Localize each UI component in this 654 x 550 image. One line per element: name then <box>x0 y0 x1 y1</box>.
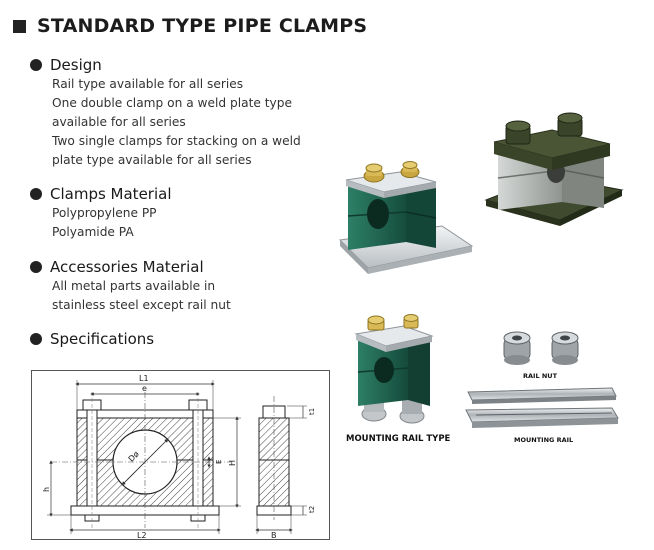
title-square-icon <box>13 19 26 33</box>
accessories-line-1: All metal parts available in <box>52 279 216 293</box>
rail-nut-image <box>503 331 579 365</box>
caption-rail-nut: RAIL NUT <box>523 372 558 380</box>
dim-label-h-cap: H <box>228 460 237 466</box>
material-line-1: Polypropylene PP <box>52 206 157 220</box>
mounting-rail-type-clamp-image <box>354 314 434 424</box>
bullet-icon <box>30 59 42 71</box>
dim-label-h-small: h <box>42 487 51 492</box>
bullet-icon <box>30 261 42 273</box>
design-line-5: plate type available for all series <box>52 153 252 167</box>
section-specifications: Specifications <box>30 329 154 349</box>
design-line-2: One double clamp on a weld plate type <box>52 96 292 110</box>
bullet-icon <box>30 188 42 200</box>
dim-label-l2: L2 <box>137 531 147 540</box>
dim-label-l1: L1 <box>139 374 149 383</box>
section-accessories-title: Accessories Material <box>50 258 204 276</box>
page-header: STANDARD TYPE PIPE CLAMPS <box>10 10 367 42</box>
front-view <box>47 380 241 534</box>
design-line-3: available for all series <box>52 115 186 129</box>
section-material-title: Clamps Material <box>50 185 172 203</box>
section-material-header: Clamps Material <box>30 184 172 204</box>
page-title: STANDARD TYPE PIPE CLAMPS <box>37 15 368 37</box>
section-design-header: Design <box>30 55 301 75</box>
design-line-1: Rail type available for all series <box>52 77 244 91</box>
section-clamps-material: Clamps Material Polypropylene PP Polyami… <box>30 184 172 242</box>
section-design-title: Design <box>50 56 102 74</box>
dim-label-e: e <box>142 384 147 393</box>
bullet-icon <box>30 333 42 345</box>
dim-label-t1: t1 <box>308 408 316 415</box>
caption-mounting-rail: MOUNTING RAIL <box>514 436 574 444</box>
dim-label-e-cap: E <box>215 460 223 464</box>
dim-label-b: B <box>271 531 277 540</box>
design-line-4: Two single clamps for stacking on a weld <box>52 134 301 148</box>
accessories-line-2: stainless steel except rail nut <box>52 298 231 312</box>
single-clamp-weld-plate-image <box>338 161 474 274</box>
section-specifications-header: Specifications <box>30 329 154 349</box>
section-specifications-title: Specifications <box>50 330 155 348</box>
dim-label-t2: t2 <box>308 506 316 513</box>
caption-mounting-rail-type: MOUNTING RAIL TYPE <box>346 434 451 444</box>
section-accessories-header: Accessories Material <box>30 257 231 277</box>
specification-drawing: L1 e Dø E H h L2 t1 t2 B <box>42 374 316 540</box>
section-accessories-material: Accessories Material All metal parts ava… <box>30 257 231 315</box>
mounting-rail-image <box>465 387 619 428</box>
material-line-2: Polyamide PA <box>52 225 134 239</box>
section-design: Design Rail type available for all serie… <box>30 55 301 170</box>
side-view <box>255 396 307 534</box>
specification-drawing-frame <box>31 370 330 540</box>
heavy-clamp-weld-plate-image <box>484 112 624 226</box>
